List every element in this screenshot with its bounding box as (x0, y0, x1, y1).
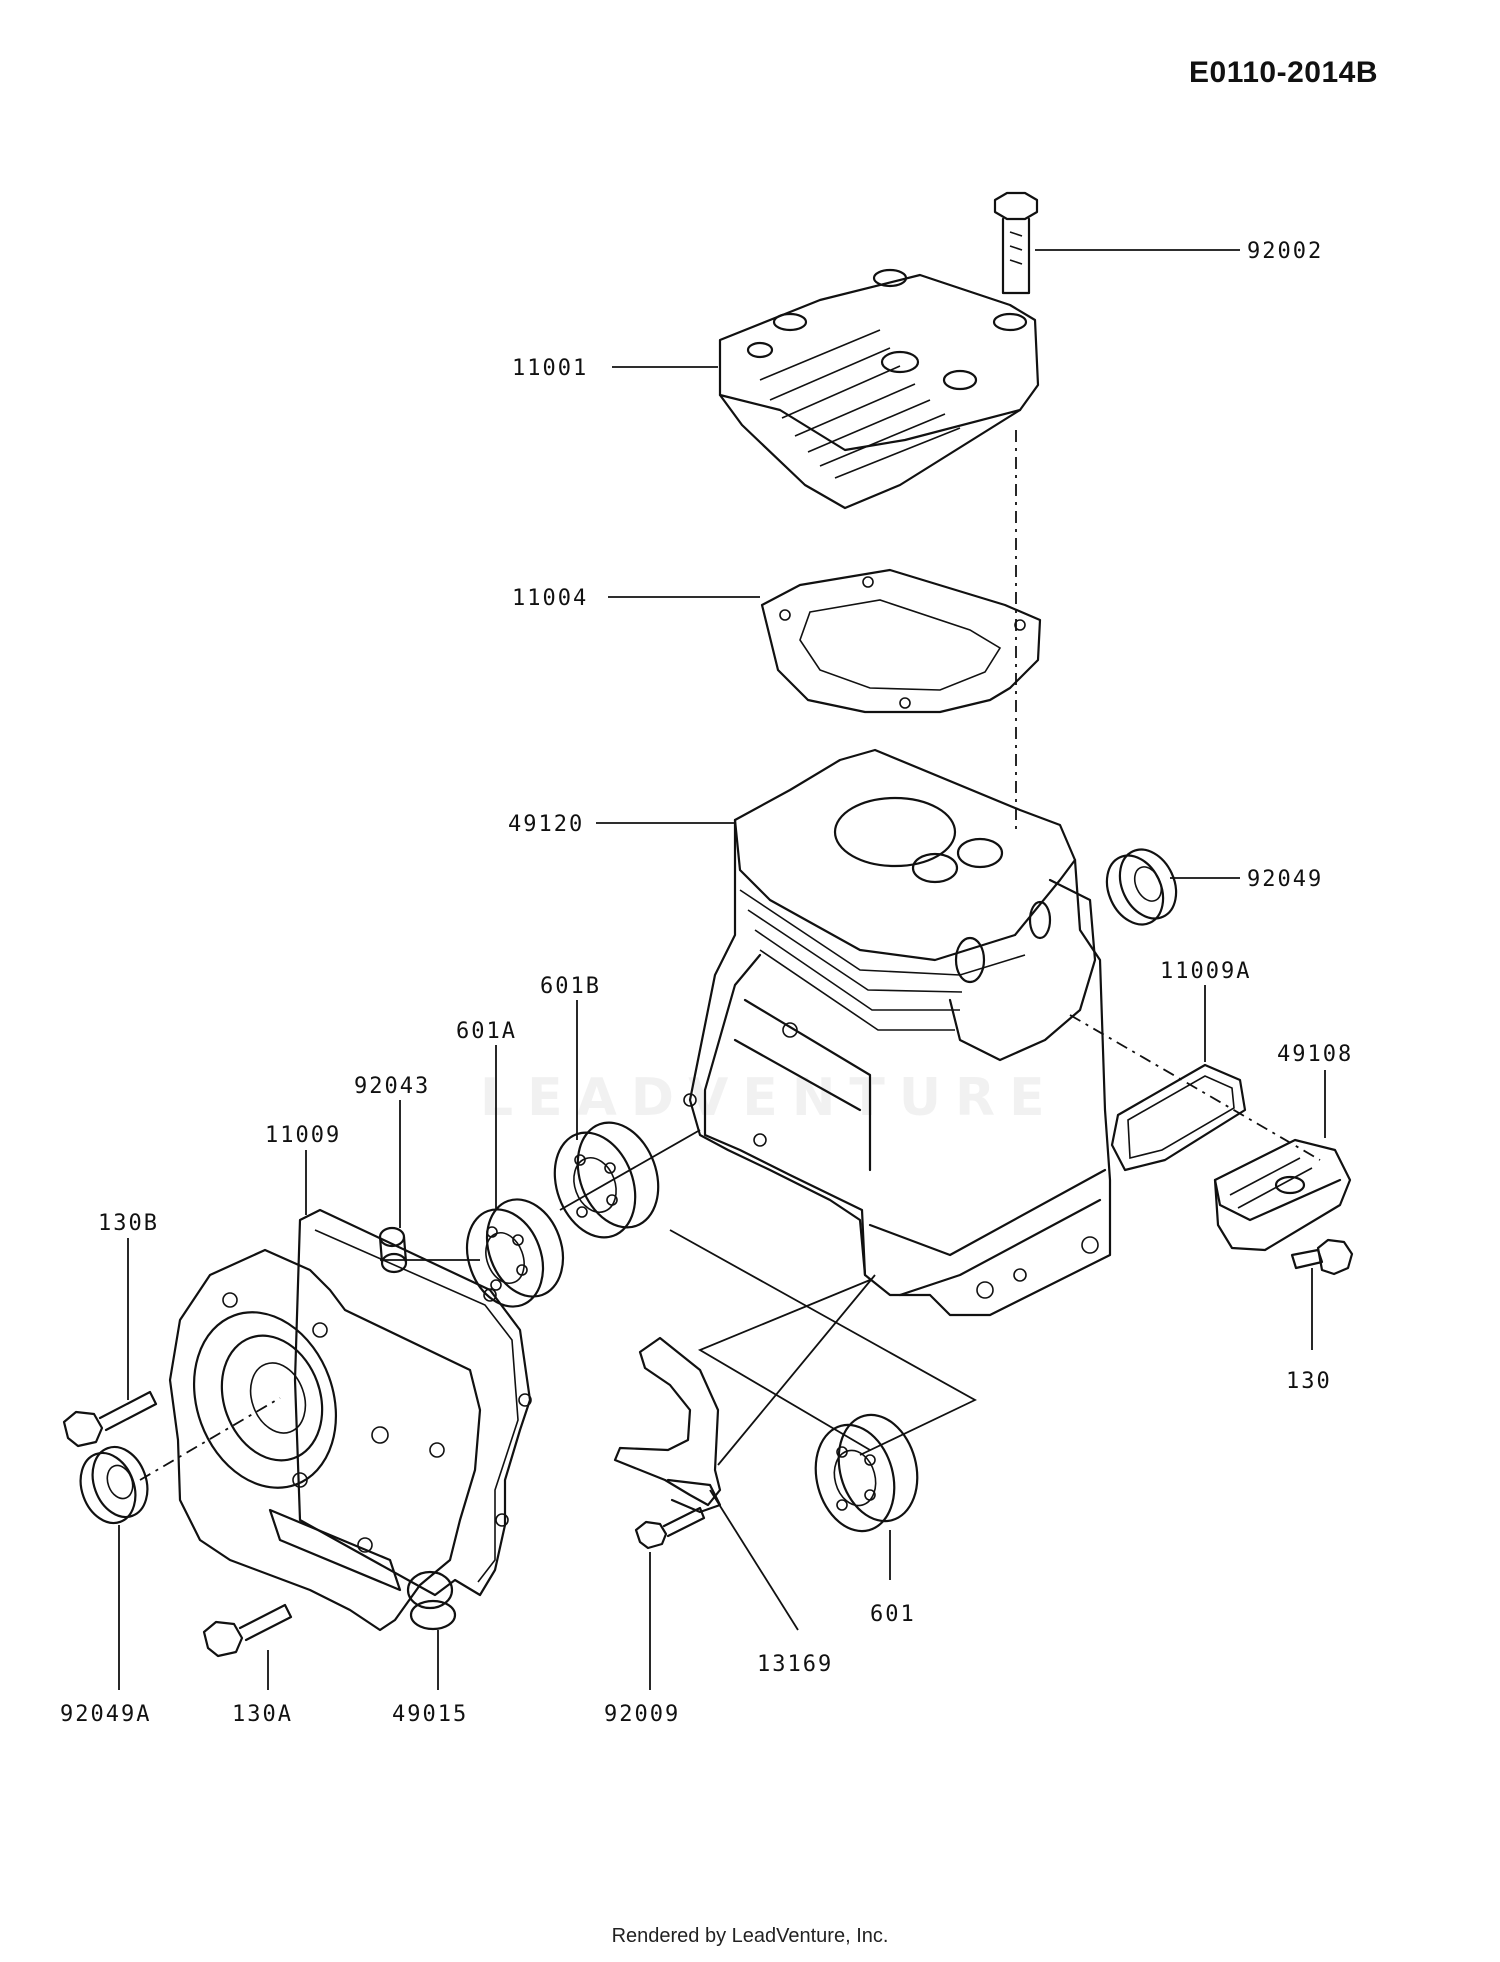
part-130-bolt[interactable] (1290, 1238, 1354, 1276)
part-11001-cylinder-head[interactable] (718, 268, 1040, 510)
footer-credit: Rendered by LeadVenture, Inc. (611, 1925, 889, 1947)
part-130A-bolt[interactable] (202, 1603, 293, 1658)
part-601A-bearing[interactable] (454, 1189, 576, 1318)
part-130B-bolt[interactable] (62, 1390, 158, 1448)
part-49108-cover[interactable] (1213, 1138, 1352, 1252)
callout-601A[interactable]: 601A (456, 1019, 517, 1044)
part-11004-head-gasket[interactable] (760, 568, 1042, 714)
part-92049-oil-seal[interactable] (1096, 840, 1187, 933)
part-11009-gasket[interactable] (293, 1208, 532, 1597)
callout-92043[interactable]: 92043 (354, 1074, 430, 1099)
callout-601[interactable]: 601 (870, 1602, 916, 1627)
watermark: LEADVENTURE (480, 1068, 1059, 1128)
callout-49015[interactable]: 49015 (392, 1702, 468, 1727)
callout-130[interactable]: 130 (1286, 1369, 1332, 1394)
callout-11009A[interactable]: 11009A (1160, 959, 1251, 984)
callout-92009[interactable]: 92009 (604, 1702, 680, 1727)
part-92009-screw[interactable] (634, 1506, 706, 1550)
part-13169-plate[interactable] (613, 1336, 722, 1514)
callout-92049[interactable]: 92049 (1247, 867, 1323, 892)
part-601-bearing[interactable] (804, 1406, 928, 1540)
callout-92002[interactable]: 92002 (1247, 239, 1323, 264)
callout-130A[interactable]: 130A (232, 1702, 293, 1727)
part-49015-crankcase-cover[interactable] (168, 1248, 482, 1632)
callout-601B[interactable]: 601B (540, 974, 601, 999)
callout-11009[interactable]: 11009 (265, 1123, 341, 1148)
callout-11001[interactable]: 11001 (512, 356, 588, 381)
leader-lines (118, 249, 1326, 1690)
callout-49108[interactable]: 49108 (1277, 1042, 1353, 1067)
diagram-code: E0110-2014B (1189, 56, 1378, 89)
part-11009A-gasket[interactable] (1110, 1063, 1247, 1172)
callout-130B[interactable]: 130B (98, 1211, 159, 1236)
callout-labels: 92002 11001 11004 49120 92049 11009A 491… (60, 239, 1353, 1727)
part-601B-bearing[interactable] (541, 1111, 672, 1248)
part-92043-dowel-pin[interactable] (378, 1226, 408, 1274)
part-92049A-oil-seal[interactable] (71, 1439, 156, 1530)
assembly-lines (139, 430, 1321, 1481)
callout-13169[interactable]: 13169 (757, 1652, 833, 1677)
callout-11004[interactable]: 11004 (512, 586, 588, 611)
part-49120-cylinder-block[interactable] (683, 748, 1112, 1317)
callout-92049A[interactable]: 92049A (60, 1702, 151, 1727)
part-92002-bolt[interactable] (993, 191, 1039, 295)
callout-49120[interactable]: 49120 (508, 812, 584, 837)
